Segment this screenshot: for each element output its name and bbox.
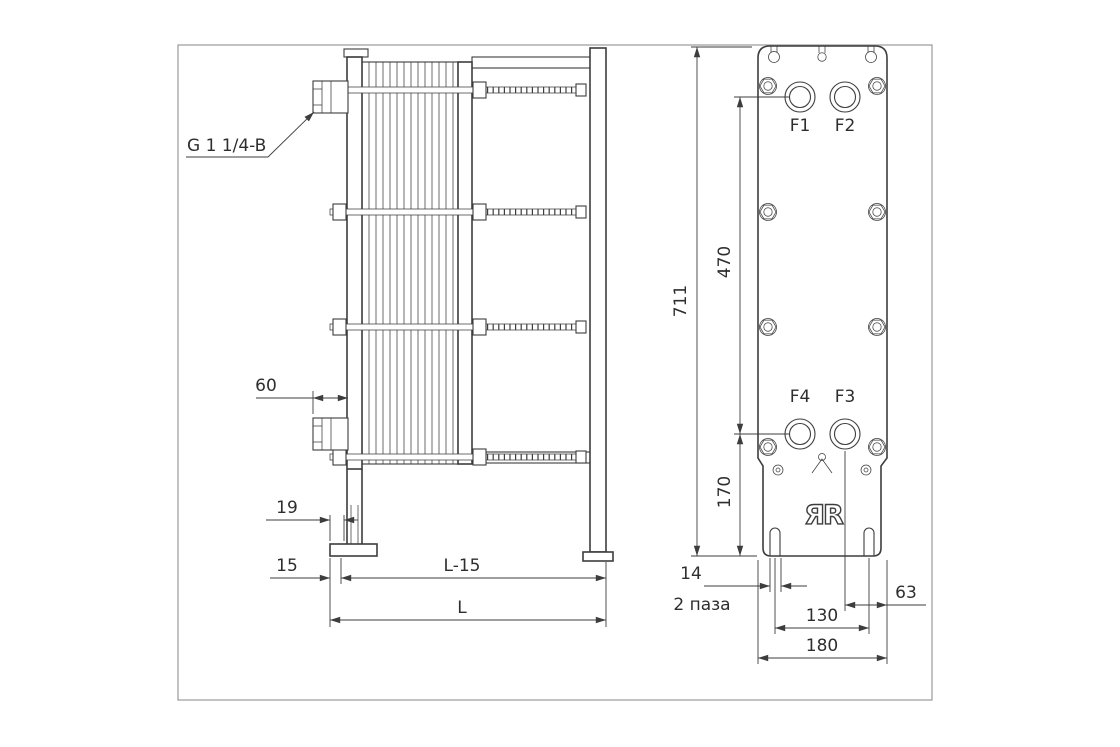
dim-base-offset: 15	[276, 556, 298, 576]
front-view-dimensions: 711 470 170 14 2 паза 130 180	[671, 46, 926, 664]
port-f4	[784, 418, 816, 450]
dim-frame-length: L	[457, 598, 467, 618]
port-f2	[829, 81, 861, 113]
dim-foot-slot-offset: 19	[276, 498, 298, 518]
port-f1	[784, 81, 816, 113]
side-view-dimensions: 60 19 15 L-15 L	[255, 376, 607, 627]
connection-bottom	[312, 417, 349, 451]
port-label-f2: F2	[835, 116, 856, 136]
dim-height: 711	[671, 285, 691, 317]
dim-slot-width: 14	[680, 564, 702, 584]
thread-label: G 1 1/4-B	[187, 136, 266, 156]
dim-conn-protrusion: 60	[255, 376, 277, 396]
hanging-slot-left	[768, 45, 780, 63]
pressure-plate	[457, 61, 473, 465]
dim-slot-spacing: 130	[806, 606, 838, 626]
dim-port-span-vertical: 470	[715, 246, 735, 278]
dim-port-span-horizontal: 63	[895, 583, 917, 603]
hanging-slot-right	[865, 45, 877, 63]
port-label-f1: F1	[790, 116, 811, 136]
side-view: G 1 1/4-B 60 19 15 L-15 L	[186, 47, 614, 627]
dim-frame-length-minus: L-15	[444, 556, 481, 576]
plate-pack	[361, 61, 459, 465]
ridan-logo: ЯR	[804, 500, 844, 531]
dim-port-to-base: 170	[715, 476, 735, 508]
tie-rods	[329, 81, 587, 466]
lifting-hole	[817, 46, 827, 62]
port-label-f3: F3	[835, 387, 856, 407]
carrying-bar	[471, 56, 605, 69]
front-foot	[329, 469, 378, 557]
connection-top	[312, 80, 349, 114]
bar-support	[343, 48, 369, 58]
base-slot-right	[863, 527, 875, 557]
port-f3	[829, 418, 861, 450]
fixed-plate	[346, 56, 363, 470]
slots-note: 2 паза	[673, 595, 730, 615]
front-view: F1 F2 F4 F3 ЯR 711 470	[671, 45, 926, 664]
foot-transition	[772, 453, 872, 476]
frame-plate-outline	[757, 45, 888, 557]
thread-callout: G 1 1/4-B	[186, 111, 315, 158]
tie-bolt-nuts	[759, 77, 886, 456]
base-slot-left	[769, 527, 781, 557]
dim-plate-width: 180	[806, 636, 838, 656]
support-column	[582, 47, 614, 562]
port-label-f4: F4	[790, 387, 811, 407]
sheet-border	[177, 44, 933, 701]
